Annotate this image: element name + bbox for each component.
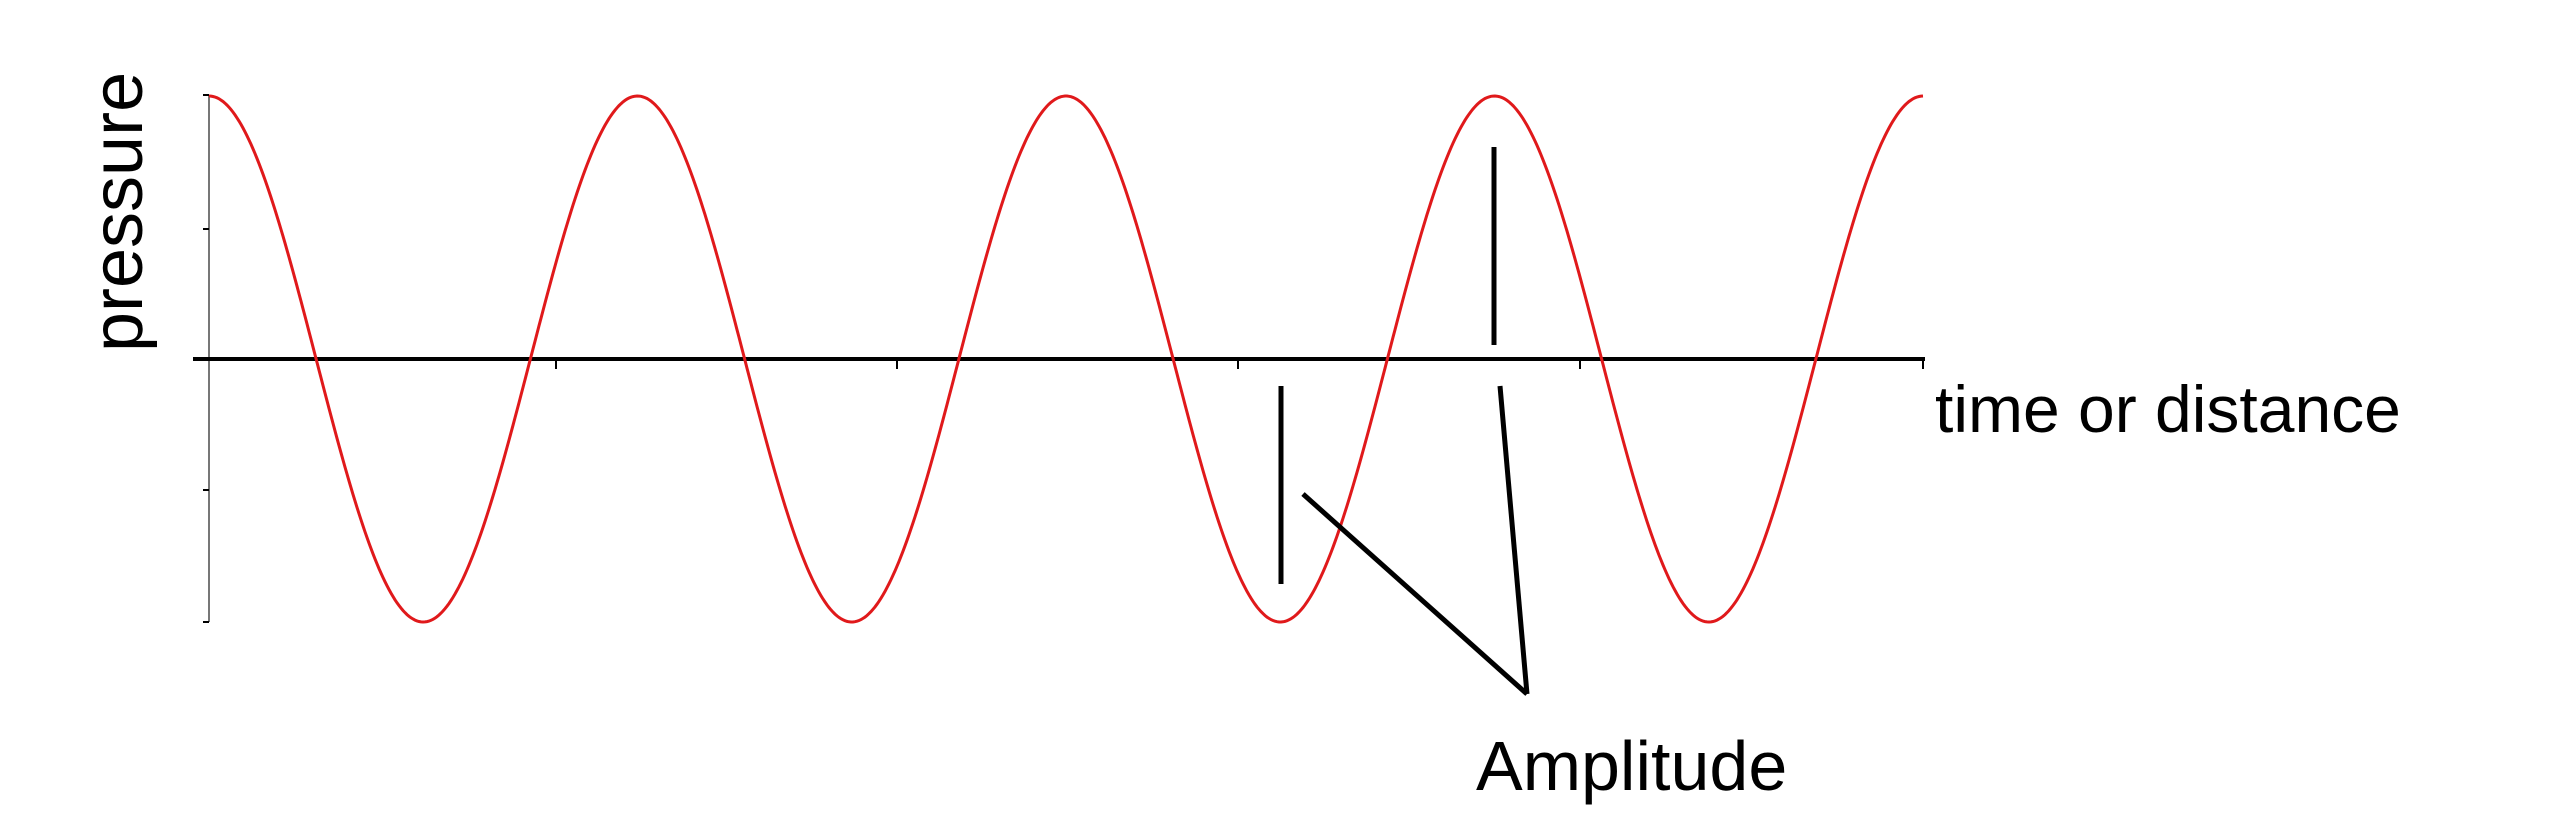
amplitude-pointer-2 (1497, 385, 1530, 695)
axes (193, 95, 1925, 622)
amplitude-markers (1278, 147, 1530, 696)
amplitude-label: Amplitude (1476, 727, 1787, 805)
y-axis-label: pressure (78, 72, 158, 352)
amplitude-pointer-1 (1301, 492, 1529, 696)
ticks (203, 94, 1924, 623)
pressure-wave (208, 94, 1924, 624)
x-axis-label: time or distance (1935, 372, 2401, 446)
